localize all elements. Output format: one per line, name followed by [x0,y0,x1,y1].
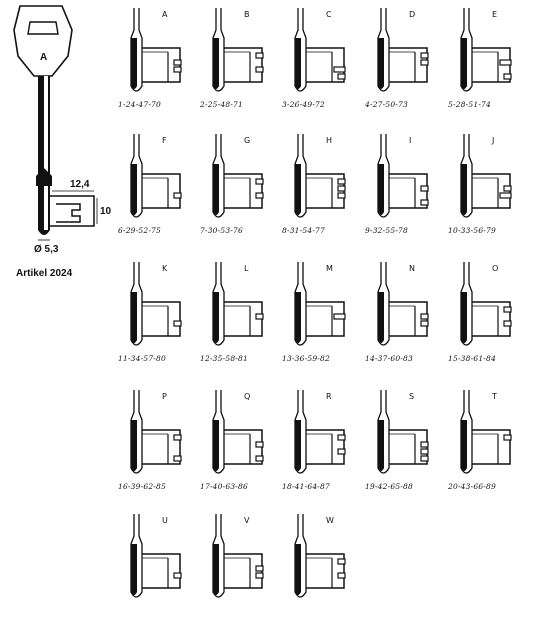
key-letter: L [244,264,249,273]
key-letter: K [162,264,168,273]
key-numbers: 18-41-64-87 [282,482,330,491]
key-profile: H 8-31-54-77 [282,134,376,244]
key-numbers: 1-24-47-70 [118,100,162,109]
key-profile-drawing [212,134,264,218]
key-numbers: 9-32-55-78 [365,226,409,235]
key-numbers: 19-42-65-88 [365,482,413,491]
key-numbers: 13-36-59-82 [282,354,330,363]
key-numbers: 6-29-52-75 [118,226,162,235]
key-profile-drawing [294,390,346,474]
key-profile: F 6-29-52-75 [118,134,212,244]
key-profile-drawing [130,134,182,218]
key-profile-drawing [460,390,512,474]
key-profile-drawing [130,514,182,598]
key-numbers: 16-39-62-85 [118,482,166,491]
key-profile-drawing [377,390,429,474]
key-numbers: 11-34-57-80 [118,354,166,363]
key-numbers: 17-40-63-86 [200,482,248,491]
key-letter: U [162,516,168,525]
main-key-drawing [13,5,98,241]
key-letter: O [492,264,499,273]
key-numbers: 7-30-53-76 [200,226,244,235]
key-profile: N 14-37-60-83 [365,262,459,372]
key-profile: A 1-24-47-70 [118,8,212,118]
key-profile: M 13-36-59-82 [282,262,376,372]
key-bow-slot [27,21,59,35]
key-letter: G [244,136,251,145]
key-letter: R [326,392,332,401]
key-profile-drawing [212,514,264,598]
key-numbers: 3-26-49-72 [282,100,326,109]
key-profile-drawing [212,262,264,346]
key-letter: C [326,10,332,19]
key-numbers: 15-38-61-84 [448,354,496,363]
key-profile-drawing [377,134,429,218]
key-profile: O 15-38-61-84 [448,262,536,372]
article-label: Artikel 2024 [16,268,73,279]
key-bit [50,195,95,227]
dim-bit-width: 12,4 [70,179,90,190]
key-numbers: 2-25-48-71 [200,100,244,109]
key-letter: P [162,392,167,401]
key-letter: H [326,136,333,145]
key-profile: S 19-42-65-88 [365,390,459,500]
key-profile-drawing [212,8,264,92]
key-profile-drawing [377,262,429,346]
key-numbers: 10-33-56-79 [448,226,496,235]
key-numbers: 4-27-50-73 [365,100,409,109]
key-letter: D [409,10,416,19]
key-letter: N [409,264,415,273]
key-letter: F [162,136,167,145]
key-profile-drawing [130,390,182,474]
key-profile: L 12-35-58-81 [200,262,294,372]
dim-diameter: Ø 5,3 [34,244,59,255]
dim-bit-height: 10 [100,206,112,217]
key-profile: P 16-39-62-85 [118,390,212,500]
key-profile: R 18-41-64-87 [282,390,376,500]
key-profile-drawing [460,134,512,218]
key-numbers: 5-28-51-74 [448,100,492,109]
key-letter: E [492,10,498,19]
key-profile: D 4-27-50-73 [365,8,459,118]
key-letter: J [492,136,495,145]
key-profile: K 11-34-57-80 [118,262,212,372]
key-letter: I [409,136,412,145]
key-numbers: 14-37-60-83 [365,354,413,363]
key-profile-drawing [212,390,264,474]
key-profile-drawing [130,8,182,92]
bow-label: A [40,52,48,63]
key-profile: I 9-32-55-78 [365,134,459,244]
key-bow [13,5,73,77]
key-profile: W [292,514,376,624]
key-profile-drawing [294,134,346,218]
key-profile: Q 17-40-63-86 [200,390,294,500]
key-profile: G 7-30-53-76 [200,134,294,244]
key-profile-drawing [294,8,346,92]
key-profile-drawing [377,8,429,92]
key-profile-drawing [130,262,182,346]
key-profile-drawing [460,8,512,92]
key-letter: B [244,10,250,19]
key-letter: T [492,392,497,401]
key-letter: V [244,516,250,525]
key-profile: T 20-43-66-89 [448,390,536,500]
key-letter: A [162,10,168,19]
key-numbers: 12-35-58-81 [200,354,248,363]
key-letter: W [326,516,334,525]
key-letter: S [409,392,415,401]
key-profile: C 3-26-49-72 [282,8,376,118]
key-profile: V [210,514,294,624]
key-profile: B 2-25-48-71 [200,8,294,118]
key-letter: Q [244,392,251,401]
key-profile-drawing [294,262,346,346]
key-profile-drawing [294,514,346,598]
key-profile: U [128,514,212,624]
key-profile-drawing [460,262,512,346]
key-numbers: 20-43-66-89 [448,482,496,491]
key-profile: E 5-28-51-74 [448,8,536,118]
key-numbers: 8-31-54-77 [282,226,326,235]
key-profile: J 10-33-56-79 [448,134,536,244]
key-letter: M [326,264,333,273]
